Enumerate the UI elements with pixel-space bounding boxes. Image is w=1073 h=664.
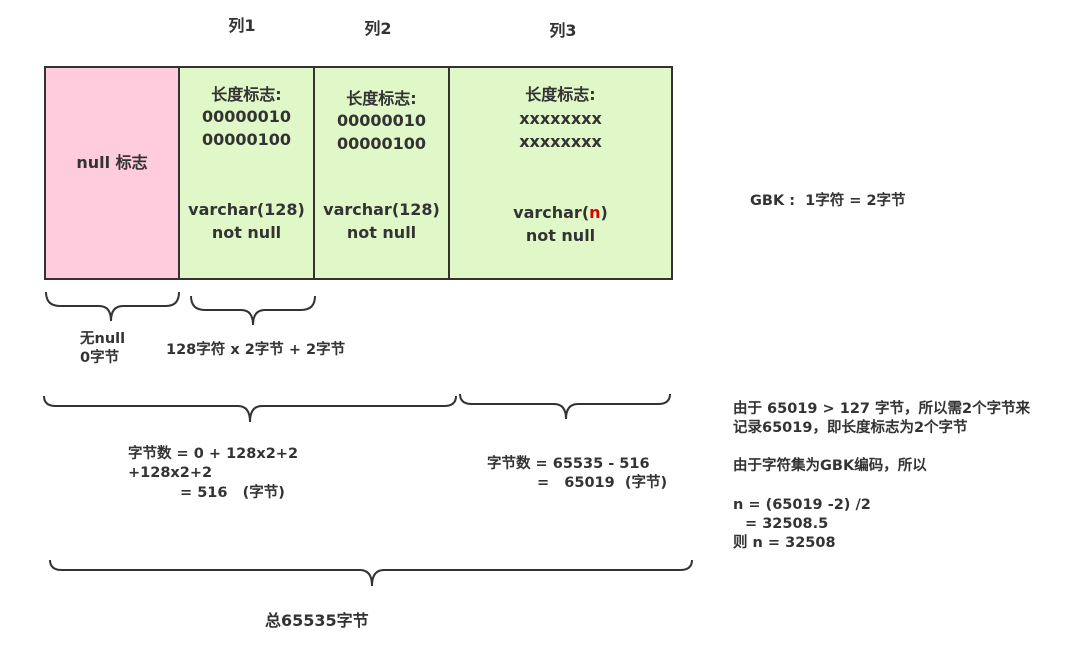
no-null-note-line2: 0字节: [80, 350, 120, 366]
col3-length-byte2: xxxxxxxx: [519, 132, 602, 151]
col2-length-label: 长度标志:: [346, 89, 417, 108]
col3-type: varchar(n): [450, 202, 671, 224]
brace-column-3: [459, 393, 671, 420]
brace-column-1: [190, 295, 316, 326]
total-bytes-label: 总65535字节: [265, 611, 369, 630]
explain-line6: 则 n = 32508: [733, 535, 836, 551]
col2-constraint: not null: [346, 223, 417, 242]
left-calc-line2: +128x2+2: [128, 465, 213, 481]
col3-length-byte1: xxxxxxxx: [519, 109, 602, 128]
col3-constraint: not null: [525, 226, 596, 245]
col1-length-byte1: 00000010: [201, 107, 292, 126]
col3-type-variable: n: [589, 203, 601, 222]
null-flag-box: null 标志: [44, 66, 180, 280]
explain-line2: 记录65019，即长度标志为2个字节: [733, 420, 968, 436]
col2-type: varchar(128): [323, 200, 440, 219]
brace-null-to-col2: [43, 395, 457, 423]
col3-type-prefix: varchar(: [513, 203, 590, 222]
col1-length-byte2: 00000100: [201, 130, 292, 149]
null-flag-label: null 标志: [76, 153, 148, 172]
col3-type-suffix: ): [600, 203, 608, 222]
right-calc-line1: 字节数 = 65535 - 516: [487, 456, 650, 472]
gbk-note: GBK : 1字符 = 2字节: [750, 193, 906, 209]
col2-length-byte2: 00000100: [336, 134, 427, 153]
col3-length-label: 长度标志:: [525, 85, 596, 104]
explain-line4: n = (65019 -2) /2: [733, 497, 871, 513]
column-1-box: 长度标志: 00000010 00000100 varchar(128) not…: [178, 66, 315, 280]
left-calc-line3: = 516 (字节): [180, 485, 285, 501]
left-calc-line1: 字节数 = 0 + 128x2+2: [128, 446, 299, 462]
brace-total: [49, 559, 693, 587]
column-header-3: 列3: [549, 21, 577, 40]
col1-type: varchar(128): [188, 200, 305, 219]
column-3-box: 长度标志: xxxxxxxx xxxxxxxx varchar(n) not n…: [448, 66, 673, 280]
column-header-1: 列1: [228, 16, 256, 35]
col2-length-byte1: 00000010: [336, 111, 427, 130]
right-calc-line2: = 65019 (字节): [537, 475, 668, 491]
explain-line1: 由于 65019 > 127 字节，所以需2个字节来: [733, 401, 1031, 417]
explain-line5: = 32508.5: [745, 516, 829, 532]
no-null-note-line1: 无null: [80, 331, 126, 347]
explain-line3: 由于字符集为GBK编码，所以: [733, 458, 927, 474]
col1-length-label: 长度标志:: [211, 85, 282, 104]
col1-constraint: not null: [211, 223, 282, 242]
column-header-2: 列2: [364, 19, 392, 38]
brace-null-flag: [45, 291, 180, 322]
column-bytes-note: 128字符 x 2字节 + 2字节: [166, 342, 346, 358]
